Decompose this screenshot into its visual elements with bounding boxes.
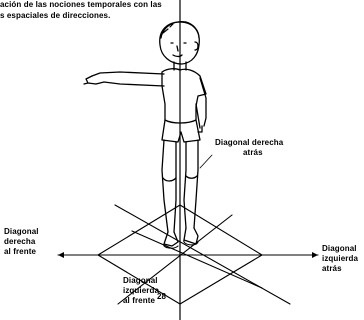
- label-front-right-line-3: al frente: [4, 247, 39, 257]
- label-back-right-line-1: Diagonal derecha: [215, 138, 283, 148]
- label-front-left-line-3: al frente: [123, 296, 159, 306]
- label-back-right: Diagonal derecha atrás: [215, 138, 283, 158]
- label-back-right-line-2: atrás: [215, 148, 283, 158]
- label-front-right-line-1: Diagonal: [4, 227, 39, 237]
- label-back-left-line-1: Diagonal: [322, 244, 358, 254]
- arrow-right: [312, 252, 318, 258]
- label-front-right-line-2: derecha: [4, 237, 39, 247]
- boy-figure: [84, 22, 206, 249]
- label-front-right: Diagonal derecha al frente: [4, 227, 39, 257]
- label-back-left-line-3: atrás: [322, 264, 358, 274]
- label-back-left: Diagonal izquierda atrás: [322, 244, 358, 274]
- caption-line-1: ación de las nociones temporales con las: [0, 0, 162, 10]
- label-front-left-line-2: izquierda: [123, 286, 159, 296]
- caption-line-2: s espaciales de direcciones.: [0, 11, 110, 21]
- label-front-left-line-1: Diagonal: [123, 276, 159, 286]
- label-front-left: Diagonal izquierda al frente: [123, 276, 159, 306]
- label-back-left-line-2: izquierda: [322, 254, 358, 264]
- leader-back-right: [200, 155, 212, 168]
- page-number: 28: [157, 292, 166, 302]
- arrow-left: [58, 252, 64, 258]
